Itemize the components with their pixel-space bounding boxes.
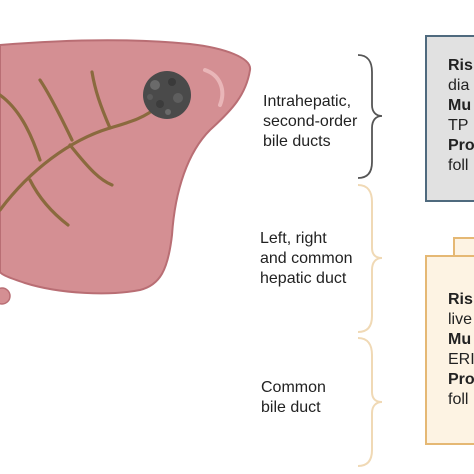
label-line: Common [261, 379, 326, 396]
label-intrahepatic: Intrahepatic, second-order bile ducts [263, 92, 357, 152]
card-top-line: Mu [448, 97, 472, 114]
card-bottom-tab [453, 237, 474, 259]
intrahepatic-ducts [0, 70, 160, 227]
label-line: second-order [263, 113, 358, 130]
card-bottom-line: foll [448, 391, 469, 408]
card-bottom-line: Pro [448, 371, 474, 388]
label-line: bile ducts [263, 133, 331, 150]
label-line: Left, right [260, 230, 327, 247]
tumor-icon [143, 71, 191, 119]
bracket-intrahepatic [357, 54, 383, 179]
card-top [425, 35, 474, 202]
card-top-line: TP [448, 117, 469, 134]
card-bottom-line: live [448, 311, 473, 328]
bracket-hepatic [357, 184, 383, 333]
liver-lobe [0, 287, 11, 305]
card-bottom [425, 255, 474, 445]
label-line: Intrahepatic, [263, 93, 352, 110]
card-bottom-text: Ris live Mu ERI Pro foll [426, 290, 474, 420]
card-bottom-line: Ris [448, 291, 473, 308]
card-bottom-line: Mu [448, 331, 472, 348]
card-top-text: Ris dia Mu TP Pro foll [426, 56, 474, 196]
card-top-line: Ris [448, 57, 473, 74]
label-common: Common bile duct [261, 378, 326, 418]
liver-shape [0, 39, 252, 295]
label-line: hepatic duct [260, 270, 347, 287]
label-line: bile duct [261, 399, 321, 416]
bracket-common [357, 337, 383, 467]
card-top-line: foll [448, 157, 469, 174]
card-top-line: dia [448, 77, 470, 94]
label-line: and common [260, 250, 353, 267]
card-bottom-line: ERI [448, 351, 474, 368]
card-top-line: Pro [448, 137, 474, 154]
liver-highlight [203, 68, 225, 107]
label-hepatic: Left, right and common hepatic duct [260, 229, 353, 289]
